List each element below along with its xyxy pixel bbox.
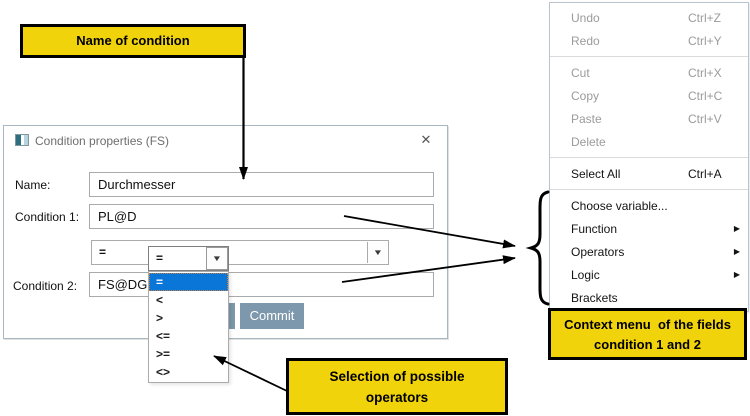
operator-dropdown-value: = [156,251,164,265]
menu-separator [550,56,748,57]
operator-dropdown-field[interactable]: = ▼ [148,246,229,271]
menu-item-copy: Copy Ctrl+C [550,84,748,107]
submenu-arrow-icon: ▶ [733,270,740,279]
menu-item-select-all[interactable]: Select All Ctrl+A [550,162,748,185]
shortcut: Ctrl+A [688,166,722,181]
name-label: Name: [15,178,51,192]
shortcut: Ctrl+C [688,88,723,103]
menu-item-logic[interactable]: Logic ▶ [571,267,740,282]
close-icon[interactable]: ✕ [420,132,432,147]
operator-dropdown-button[interactable]: ▼ [206,247,228,270]
menu-item-choose-variable[interactable]: Choose variable... [571,198,668,213]
operator-option-not-equal[interactable]: <> [156,365,171,379]
menu-separator [550,189,748,190]
dialog-app-icon [15,134,29,146]
menu-item-delete: Delete [571,134,606,149]
operator-option-greater[interactable]: > [156,311,164,325]
name-input[interactable] [89,172,434,197]
menu-item-cut: Cut Ctrl+X [550,61,748,84]
condition2-label: Condition 2: [13,279,78,293]
condition1-input[interactable] [89,204,434,229]
operator-option-list: = < > <= >= <> [148,271,229,383]
condition2-input[interactable] [89,272,434,297]
context-menu: Undo Ctrl+Z Redo Ctrl+Y Cut Ctrl+X Copy … [549,2,749,312]
dialog-title: Condition properties (FS) [35,134,170,148]
submenu-arrow-icon: ▶ [733,247,740,256]
menu-item-operators[interactable]: Operators ▶ [571,244,740,259]
menu-separator [550,157,748,158]
callout-name-of-condition: Name of condition [20,24,246,58]
operator-option-less[interactable]: < [156,293,164,307]
operator-dropdown-open: = ▼ = < > <= >= <> [148,246,229,383]
shortcut: Ctrl+Y [688,33,722,48]
shortcut: Ctrl+X [688,65,722,80]
menu-item-function[interactable]: Function ▶ [571,221,740,236]
curly-brace [525,190,550,306]
condition1-label: Condition 1: [15,210,80,224]
dialog-title-bar[interactable]: Condition properties (FS) ✕ [4,126,447,156]
shortcut: Ctrl+Z [688,10,721,25]
menu-item-undo: Undo Ctrl+Z [550,6,748,29]
shortcut: Ctrl+V [688,111,722,126]
menu-item-paste: Paste Ctrl+V [550,107,748,130]
operator-combobox[interactable]: = ▼ [91,240,389,265]
chevron-down-icon: ▼ [372,248,383,257]
operator-combobox-value: = [99,245,107,259]
submenu-arrow-icon: ▶ [733,224,740,233]
menu-item-brackets[interactable]: Brackets [571,290,618,305]
menu-item-redo: Redo Ctrl+Y [550,29,748,52]
operator-option-greater-equal[interactable]: >= [156,347,171,361]
operator-option-equals[interactable]: = [149,273,228,291]
callout-context-menu: Context menu of the fields condition 1 a… [548,308,747,360]
operator-option-less-equal[interactable]: <= [156,329,171,343]
chevron-down-icon: ▼ [211,254,223,263]
commit-button[interactable]: Commit [240,303,304,329]
callout-selection-of-operators: Selection of possible operators [286,358,508,415]
operator-combobox-dropdown-button[interactable]: ▼ [367,242,387,263]
